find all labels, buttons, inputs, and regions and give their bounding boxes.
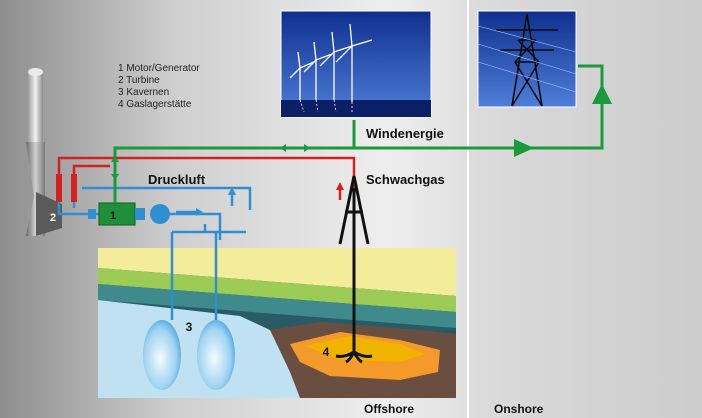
- power-up-arrow: [111, 156, 119, 162]
- power-arrow-right: [514, 139, 534, 157]
- layer-green: [98, 268, 456, 312]
- legend-item-4: 4 Gaslagerstätte: [118, 99, 192, 110]
- number-gaslager: 4: [323, 345, 330, 359]
- legend: 1 Motor/Generator 2 Turbine 3 Kavernen 4…: [118, 63, 200, 110]
- legend-item-3: 3 Kavernen: [118, 87, 169, 98]
- heater-left: [56, 174, 62, 202]
- coupling-left: [88, 209, 96, 219]
- gas-deposit: [305, 336, 425, 362]
- label-windenergie: Windenergie: [366, 126, 444, 141]
- bidirectional-arrow-right: [304, 144, 310, 152]
- legend-item-2: 2 Turbine: [118, 75, 160, 86]
- wind-turbines-photo: [280, 10, 432, 118]
- gas-well-derrick: [335, 175, 373, 364]
- gas-up-arrow: [336, 182, 344, 190]
- power-pylon-photo: [477, 10, 577, 108]
- layer-salt: [98, 300, 456, 398]
- power-down-arrow: [111, 174, 119, 180]
- layer-sand: [98, 248, 456, 296]
- red-pipes: [57, 156, 356, 188]
- label-offshore: Offshore: [364, 402, 414, 416]
- exhaust-stack-top: [28, 68, 43, 76]
- blue-pipes: [57, 186, 252, 320]
- cavern-right: [197, 320, 235, 390]
- compressor: [150, 204, 170, 224]
- number-motor: 1: [110, 210, 116, 222]
- geology-section: [98, 248, 456, 398]
- heater-right: [71, 174, 77, 202]
- coupling-right: [135, 208, 145, 220]
- label-schwachgas: Schwachgas: [366, 172, 445, 187]
- airflow-arrow: [196, 208, 203, 216]
- label-onshore: Onshore: [494, 402, 544, 416]
- motor-generator: [98, 202, 136, 226]
- legend-item-1: 1 Motor/Generator: [118, 63, 200, 74]
- layer-teal: [98, 284, 456, 328]
- label-druckluft: Druckluft: [148, 172, 206, 187]
- power-arrow-up: [592, 84, 612, 104]
- number-turbine: 2: [50, 212, 56, 224]
- cavern-left: [143, 320, 181, 390]
- air-up-arrow: [228, 187, 236, 195]
- number-kavernen: 3: [186, 320, 193, 334]
- bidirectional-arrow-left: [280, 144, 286, 152]
- exhaust-stack: [28, 72, 43, 142]
- turbine-rotor: [36, 192, 62, 236]
